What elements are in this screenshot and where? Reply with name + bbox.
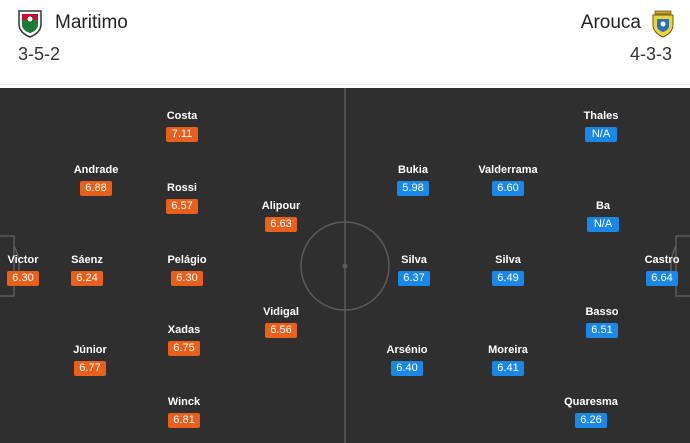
- player-rating: 6.26: [575, 413, 607, 428]
- player-name: Quaresma: [564, 396, 618, 408]
- player-rating: 6.81: [168, 413, 200, 428]
- player-arsenio[interactable]: Arsénio 6.40: [362, 344, 452, 376]
- player-rating: 6.49: [492, 271, 524, 286]
- player-name: Alipour: [261, 200, 301, 212]
- player-xadas[interactable]: Xadas 6.75: [139, 324, 229, 356]
- player-ba[interactable]: Ba N/A: [558, 200, 648, 232]
- maritimo-crest-icon: [18, 10, 42, 38]
- player-name: Moreira: [488, 344, 528, 356]
- player-rating: 6.40: [391, 361, 423, 376]
- player-rating: N/A: [585, 127, 617, 142]
- player-quaresma[interactable]: Quaresma 6.26: [546, 396, 636, 428]
- player-rating: 7.11: [166, 127, 198, 142]
- player-name: Bukia: [398, 164, 428, 176]
- player-andrade[interactable]: Andrade 6.88: [51, 164, 141, 196]
- player-rating: 6.51: [586, 323, 618, 338]
- player-name: Victor: [7, 254, 39, 266]
- player-rating: 6.30: [171, 271, 203, 286]
- header-divider: [0, 84, 690, 85]
- player-rating: 6.24: [71, 271, 103, 286]
- player-name: Júnior: [73, 344, 107, 356]
- player-costa[interactable]: Costa 7.11: [137, 110, 227, 142]
- player-name: Pelágio: [167, 254, 207, 266]
- pitch: Victor 6.30 Andrade 6.88 Sáenz 6.24 Júni…: [0, 88, 690, 443]
- player-rating: 6.63: [265, 217, 297, 232]
- player-name: Sáenz: [71, 254, 103, 266]
- player-basso[interactable]: Basso 6.51: [557, 306, 647, 338]
- away-team-name: Arouca: [580, 12, 641, 33]
- player-bukia[interactable]: Bukia 5.98: [368, 164, 458, 196]
- away-formation: 4-3-3: [629, 44, 672, 64]
- player-valderrama[interactable]: Valderrama 6.60: [463, 164, 553, 196]
- player-castro[interactable]: Castro 6.64: [617, 254, 690, 286]
- arouca-crest-icon: [652, 10, 674, 38]
- player-saenz[interactable]: Sáenz 6.24: [42, 254, 132, 286]
- pitch-markings: [0, 88, 690, 443]
- match-header: Maritimo 3-5-2 Arouca 4-3-3: [0, 0, 690, 84]
- player-name: Winck: [167, 396, 201, 408]
- player-rossi[interactable]: Rossi 6.57: [137, 182, 227, 214]
- player-name: Silva: [401, 254, 427, 266]
- player-alipour[interactable]: Alipour 6.63: [236, 200, 326, 232]
- player-name: Thales: [583, 110, 619, 122]
- player-name: Castro: [644, 254, 680, 266]
- player-name: Vidigal: [263, 306, 299, 318]
- home-team-name: Maritimo: [55, 12, 128, 33]
- player-silva-mid[interactable]: Silva 6.49: [463, 254, 553, 286]
- player-rating: 6.57: [166, 199, 198, 214]
- player-rating: 6.30: [7, 271, 39, 286]
- player-name: Arsénio: [386, 344, 428, 356]
- player-name: Ba: [595, 200, 611, 212]
- player-silva-fwd[interactable]: Silva 6.37: [369, 254, 459, 286]
- player-rating: 6.41: [492, 361, 524, 376]
- player-name: Basso: [585, 306, 619, 318]
- player-rating: N/A: [587, 217, 619, 232]
- player-rating: 6.77: [74, 361, 106, 376]
- player-name: Andrade: [73, 164, 119, 176]
- home-formation: 3-5-2: [18, 44, 61, 64]
- player-winck[interactable]: Winck 6.81: [139, 396, 229, 428]
- player-name: Costa: [166, 110, 198, 122]
- player-rating: 6.37: [398, 271, 430, 286]
- player-thales[interactable]: Thales N/A: [556, 110, 646, 142]
- player-name: Xadas: [167, 324, 201, 336]
- player-pelagio[interactable]: Pelágio 6.30: [142, 254, 232, 286]
- player-name: Silva: [495, 254, 521, 266]
- player-rating: 6.60: [492, 181, 524, 196]
- player-moreira[interactable]: Moreira 6.41: [463, 344, 553, 376]
- player-rating: 6.56: [265, 323, 297, 338]
- player-rating: 6.64: [646, 271, 678, 286]
- player-rating: 6.75: [168, 341, 200, 356]
- player-victor[interactable]: Victor 6.30: [0, 254, 68, 286]
- player-vidigal[interactable]: Vidigal 6.56: [236, 306, 326, 338]
- player-junior[interactable]: Júnior 6.77: [45, 344, 135, 376]
- player-name: Valderrama: [478, 164, 538, 176]
- player-name: Rossi: [167, 182, 197, 194]
- player-rating: 5.98: [397, 181, 429, 196]
- player-rating: 6.88: [80, 181, 112, 196]
